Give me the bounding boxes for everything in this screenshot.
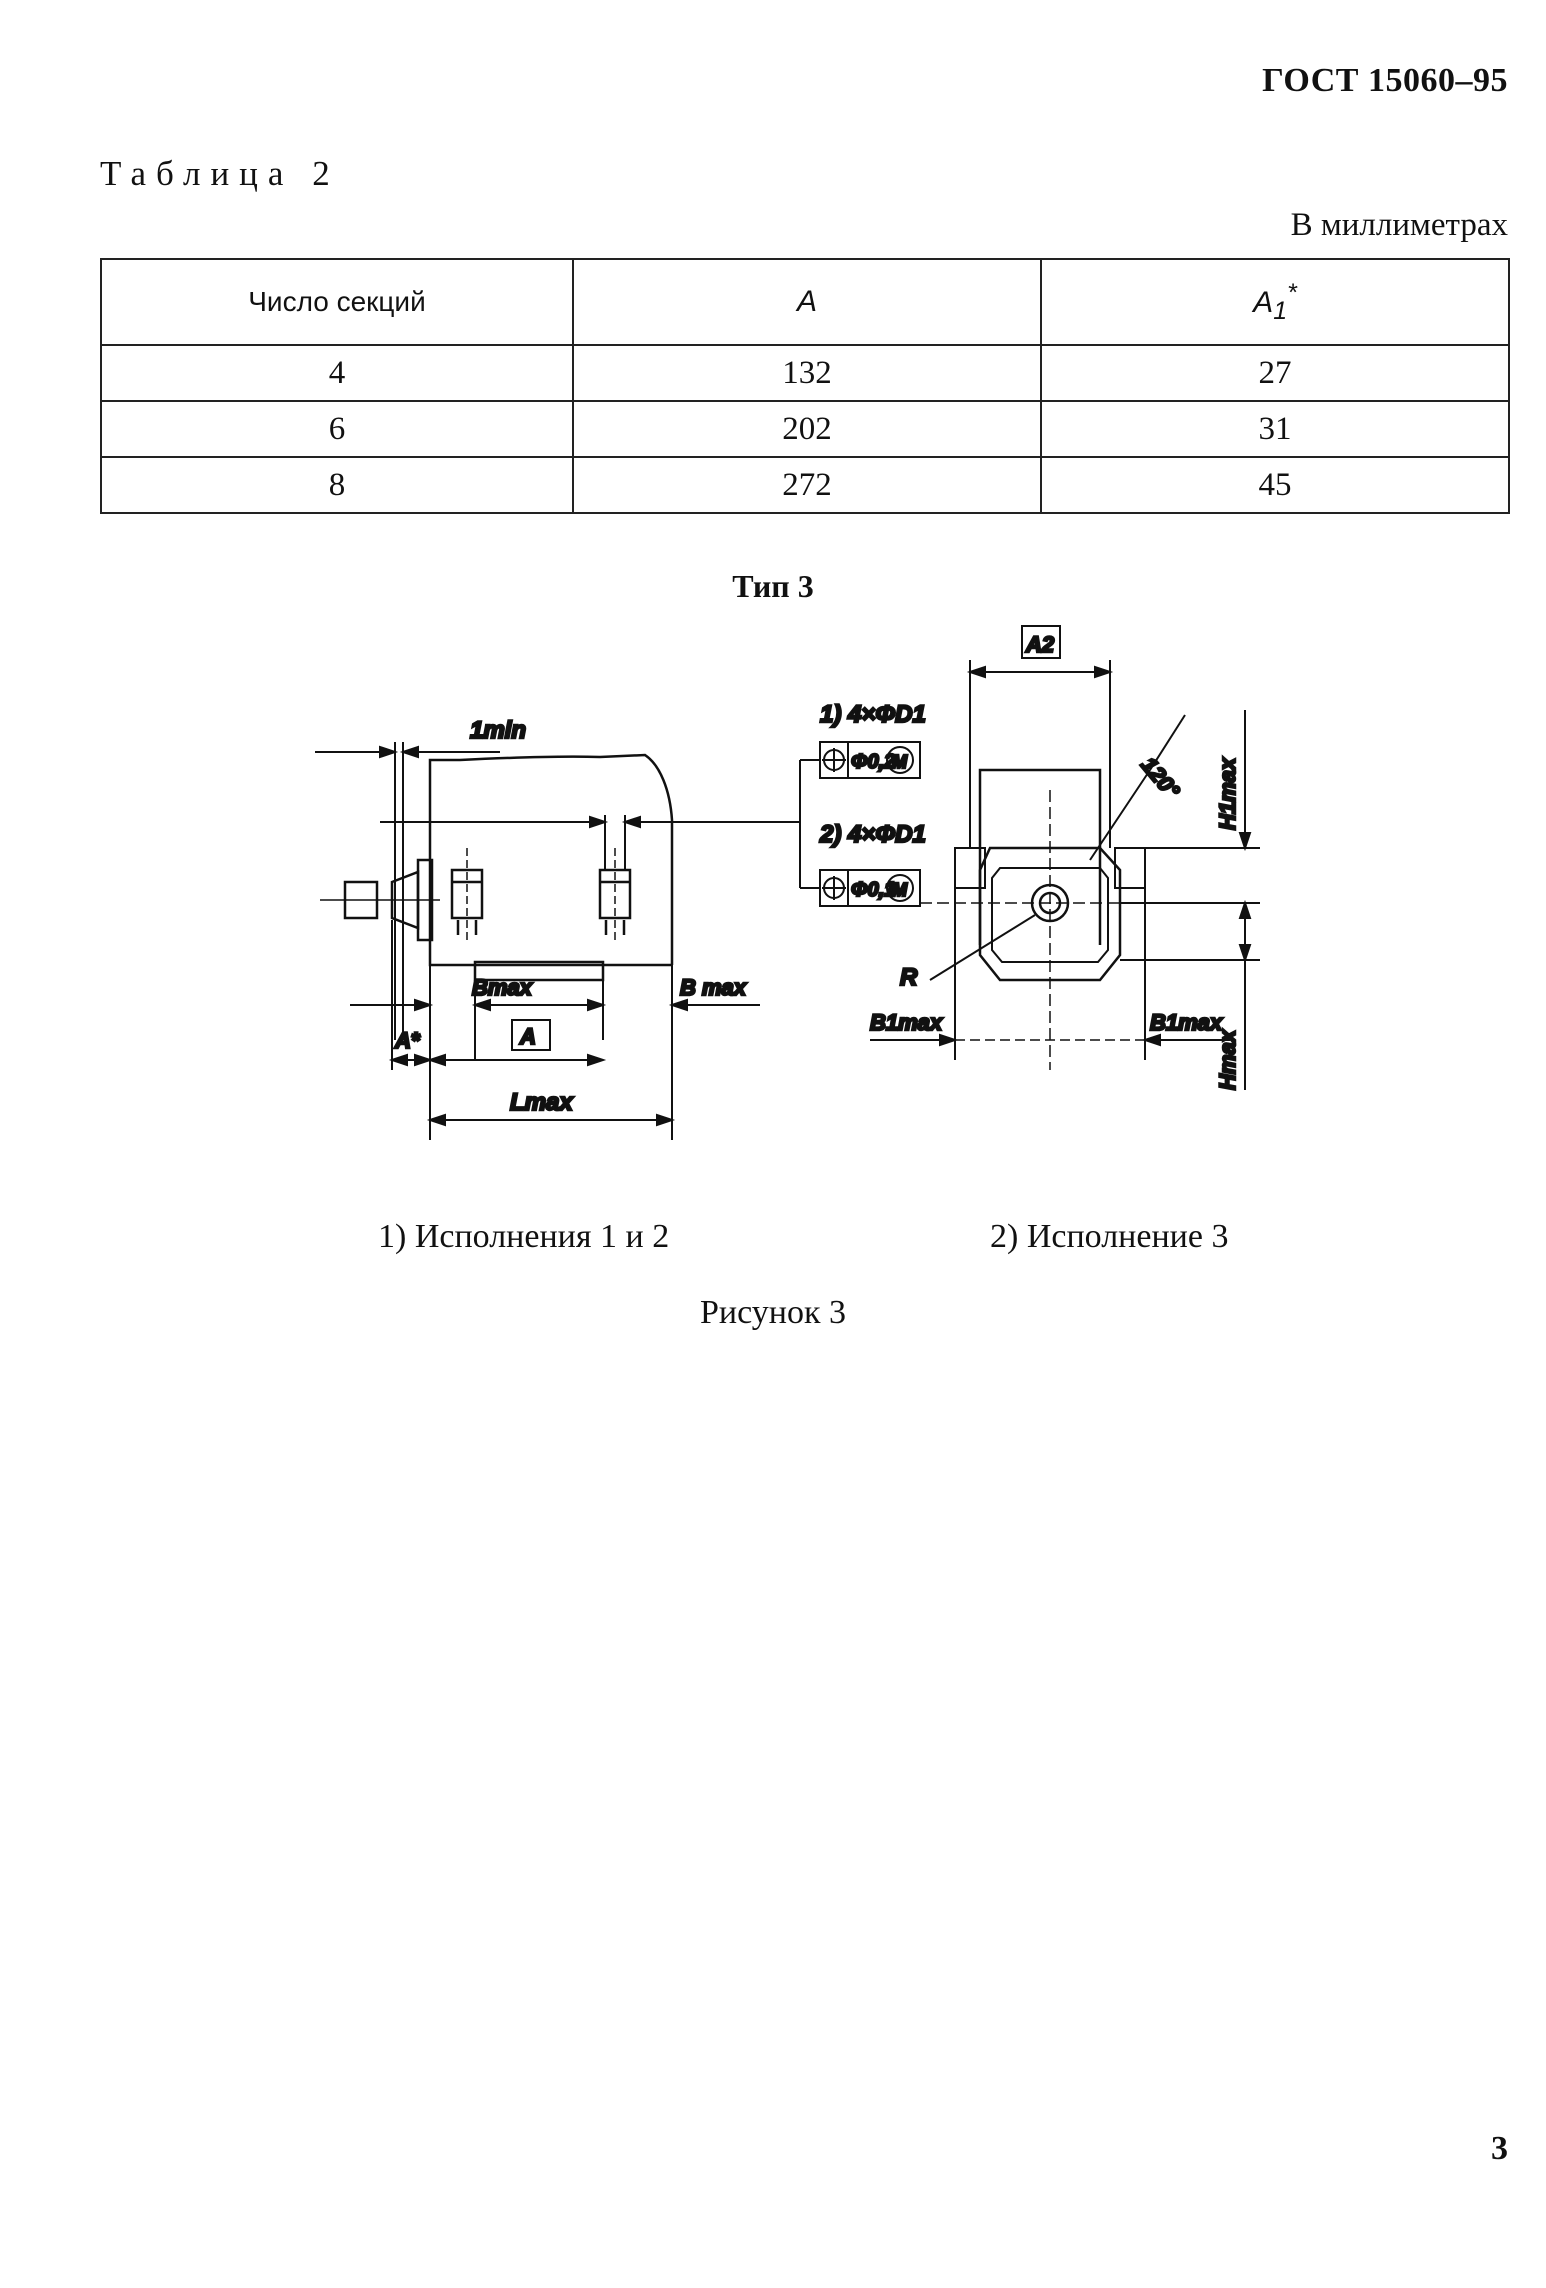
dimension-b1max bbox=[870, 888, 1230, 1060]
cell-count: 4 bbox=[100, 344, 574, 402]
label-tol2-title: 2) 4×ΦD1 bbox=[819, 821, 926, 848]
table-title: Таблица 2 bbox=[100, 154, 340, 193]
relay-front-view bbox=[920, 768, 1200, 1070]
box-a bbox=[511, 1019, 551, 1051]
label-angle: 120° bbox=[1136, 752, 1185, 803]
dimensions-table: Число секций A A1* 4 132 27 6 202 31 8 2… bbox=[100, 258, 1510, 514]
label-lmax: Lmax bbox=[510, 1089, 574, 1116]
header-a: A bbox=[572, 258, 1042, 346]
cell-a1: 27 bbox=[1040, 344, 1510, 402]
technical-drawing: 1min 1) 4×ΦD1 Φ0,2 M 2) 4×ΦD1 Φ0,1 M bbox=[315, 625, 1260, 1140]
label-tol1-value: Φ0,2 bbox=[851, 751, 895, 773]
label-h1max: H1max bbox=[1215, 757, 1240, 830]
cell-count: 8 bbox=[100, 456, 574, 514]
header-a1-subscript: 1 bbox=[1273, 296, 1288, 325]
contact-spring-right bbox=[598, 848, 632, 940]
label-tol1-m: M bbox=[892, 752, 908, 772]
header-a1: A1* bbox=[1040, 258, 1510, 346]
caption-variant-3: 2) Исполнение 3 bbox=[990, 1218, 1229, 1255]
dimension-bmax bbox=[350, 965, 760, 1140]
cell-a: 202 bbox=[572, 400, 1042, 458]
label-r: R bbox=[900, 964, 918, 991]
cell-a1: 31 bbox=[1040, 400, 1510, 458]
dimension-a2 bbox=[966, 625, 1114, 848]
label-tol2-m: M bbox=[892, 880, 908, 900]
caption-variant-1-2: 1) Исполнения 1 и 2 bbox=[378, 1218, 670, 1255]
dimension-a-star bbox=[388, 920, 607, 1070]
header-a1-symbol: A bbox=[1253, 285, 1274, 319]
dimension-lmax bbox=[426, 1060, 676, 1140]
header-a1-mark: * bbox=[1287, 278, 1297, 307]
dimension-h1max bbox=[1120, 710, 1260, 1090]
contact-spring-left bbox=[450, 848, 484, 940]
angle-leader bbox=[1089, 714, 1186, 861]
label-1min: 1min bbox=[470, 717, 526, 744]
terminal-post bbox=[390, 870, 420, 930]
label-a-box: A bbox=[519, 1024, 536, 1049]
bottom-mount-plate bbox=[473, 960, 605, 982]
label-b1max-left: B1max bbox=[870, 1010, 943, 1035]
header-section-count: Число секций bbox=[100, 258, 574, 346]
cell-a: 272 bbox=[572, 456, 1042, 514]
cell-a: 132 bbox=[572, 344, 1042, 402]
tolerance-frame-1 bbox=[819, 741, 921, 779]
label-tol2-value: Φ0,1 bbox=[851, 879, 895, 901]
figure-title: Рисунок 3 bbox=[700, 1294, 846, 1331]
front-housing bbox=[978, 846, 1122, 982]
table-units: В миллиметрах bbox=[1290, 207, 1508, 243]
page-number: 3 bbox=[1491, 2130, 1508, 2167]
label-a-star: A* bbox=[394, 1028, 421, 1053]
table-row: 8 272 45 bbox=[100, 456, 1510, 514]
type-title: Тип 3 bbox=[732, 568, 814, 604]
tolerance-frame-2 bbox=[819, 869, 921, 907]
cell-count: 6 bbox=[100, 400, 574, 458]
label-b1max-right: B1max bbox=[1150, 1010, 1223, 1035]
label-bmax-right: B max bbox=[680, 975, 747, 1000]
label-bmax: Bmax bbox=[472, 975, 533, 1000]
table-header-row: Число секций A A1* bbox=[100, 258, 1510, 346]
label-tol1-title: 1) 4×ΦD1 bbox=[820, 701, 926, 728]
label-hmax: Hmax bbox=[1215, 1029, 1240, 1090]
cell-a1: 45 bbox=[1040, 456, 1510, 514]
table-row: 4 132 27 bbox=[100, 344, 1510, 402]
dimension-1min bbox=[315, 742, 500, 1040]
label-a2: A2 bbox=[1025, 632, 1055, 657]
spring-width-dimension bbox=[380, 759, 820, 889]
table-row: 6 202 31 bbox=[100, 400, 1510, 458]
document-code: ГОСТ 15060–95 bbox=[1262, 62, 1508, 99]
radius-leader bbox=[929, 914, 1036, 981]
